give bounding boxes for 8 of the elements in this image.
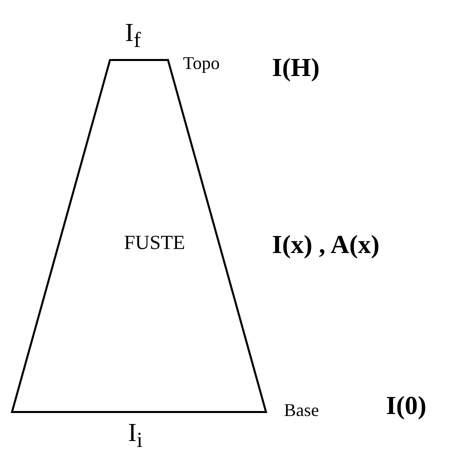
moment-of-inertia-label: I$_{i}$ [128, 420, 143, 452]
inertia-area-formula: I(x) , A(x) [272, 232, 380, 258]
top-label: Topo [183, 54, 220, 72]
inertia-formula: I(0) [386, 393, 426, 419]
base-label: Base [284, 401, 319, 419]
shaft-label: FUSTE [124, 233, 186, 253]
inertia-formula: I(H) [272, 55, 320, 81]
moment-of-inertia-label: I$_{f}$ [125, 20, 141, 52]
